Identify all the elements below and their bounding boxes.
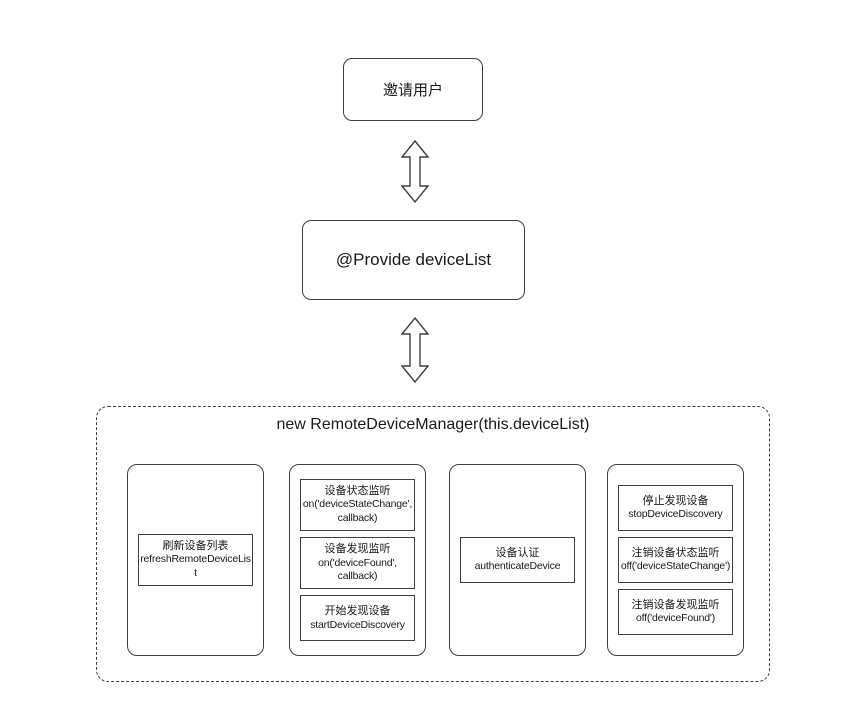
method-box-startDeviceDiscovery: 开始发现设备 startDeviceDiscovery — [300, 595, 415, 642]
provide-devicelist-box: @Provide deviceList — [302, 220, 525, 300]
column-refresh: 刷新设备列表 refreshRemoteDeviceList — [127, 464, 264, 656]
column-discovery: 设备状态监听 on('deviceStateChange', callback)… — [289, 464, 426, 656]
method-label-zh: 设备认证 — [495, 546, 540, 559]
double-vertical-arrow-icon — [401, 140, 429, 203]
method-label-zh: 刷新设备列表 — [162, 539, 229, 552]
method-label-zh: 开始发现设备 — [324, 605, 391, 618]
method-label-en: on('deviceFound', callback) — [318, 556, 397, 583]
group-title: new RemoteDeviceManager(this.deviceList) — [276, 416, 590, 433]
method-box-off-deviceStateChange: 注销设备状态监听 off('deviceStateChange') — [618, 537, 733, 583]
method-label-en: off('deviceStateChange') — [620, 560, 731, 573]
method-box-on-deviceFound: 设备发现监听 on('deviceFound', callback) — [300, 537, 415, 590]
method-label-en: stopDeviceDiscovery — [628, 508, 723, 521]
method-label-zh: 注销设备发现监听 — [631, 598, 720, 611]
method-label-en: off('deviceFound') — [635, 612, 715, 625]
method-label-zh: 停止发现设备 — [642, 494, 709, 507]
method-label-en: authenticateDevice — [474, 560, 561, 573]
method-label-zh: 注销设备状态监听 — [631, 546, 720, 559]
invite-user-box: 邀请用户 — [343, 58, 483, 121]
method-box-on-deviceStateChange: 设备状态监听 on('deviceStateChange', callback) — [300, 478, 415, 531]
method-label-zh: 设备发现监听 — [324, 543, 391, 555]
method-label-en: startDeviceDiscovery — [310, 618, 405, 631]
method-box-authenticateDevice: 设备认证 authenticateDevice — [460, 537, 575, 583]
remote-device-manager-group: new RemoteDeviceManager(this.deviceList)… — [96, 406, 770, 682]
column-authenticate: 设备认证 authenticateDevice — [449, 464, 586, 656]
double-vertical-arrow-icon — [401, 317, 429, 383]
method-label-zh: 设备状态监听 — [324, 484, 391, 497]
column-teardown: 停止发现设备 stopDeviceDiscovery 注销设备状态监听 off(… — [607, 464, 744, 656]
invite-user-label: 邀请用户 — [382, 82, 443, 99]
method-label-en: on('deviceStateChange', callback) — [302, 498, 413, 525]
method-box-refreshRemoteDeviceList: 刷新设备列表 refreshRemoteDeviceList — [138, 533, 253, 587]
method-box-stopDeviceDiscovery: 停止发现设备 stopDeviceDiscovery — [618, 485, 733, 531]
provide-devicelist-label: @Provide deviceList — [335, 250, 492, 269]
method-box-off-deviceFound: 注销设备发现监听 off('deviceFound') — [618, 589, 733, 635]
method-label-en: refreshRemoteDeviceList — [140, 553, 251, 580]
